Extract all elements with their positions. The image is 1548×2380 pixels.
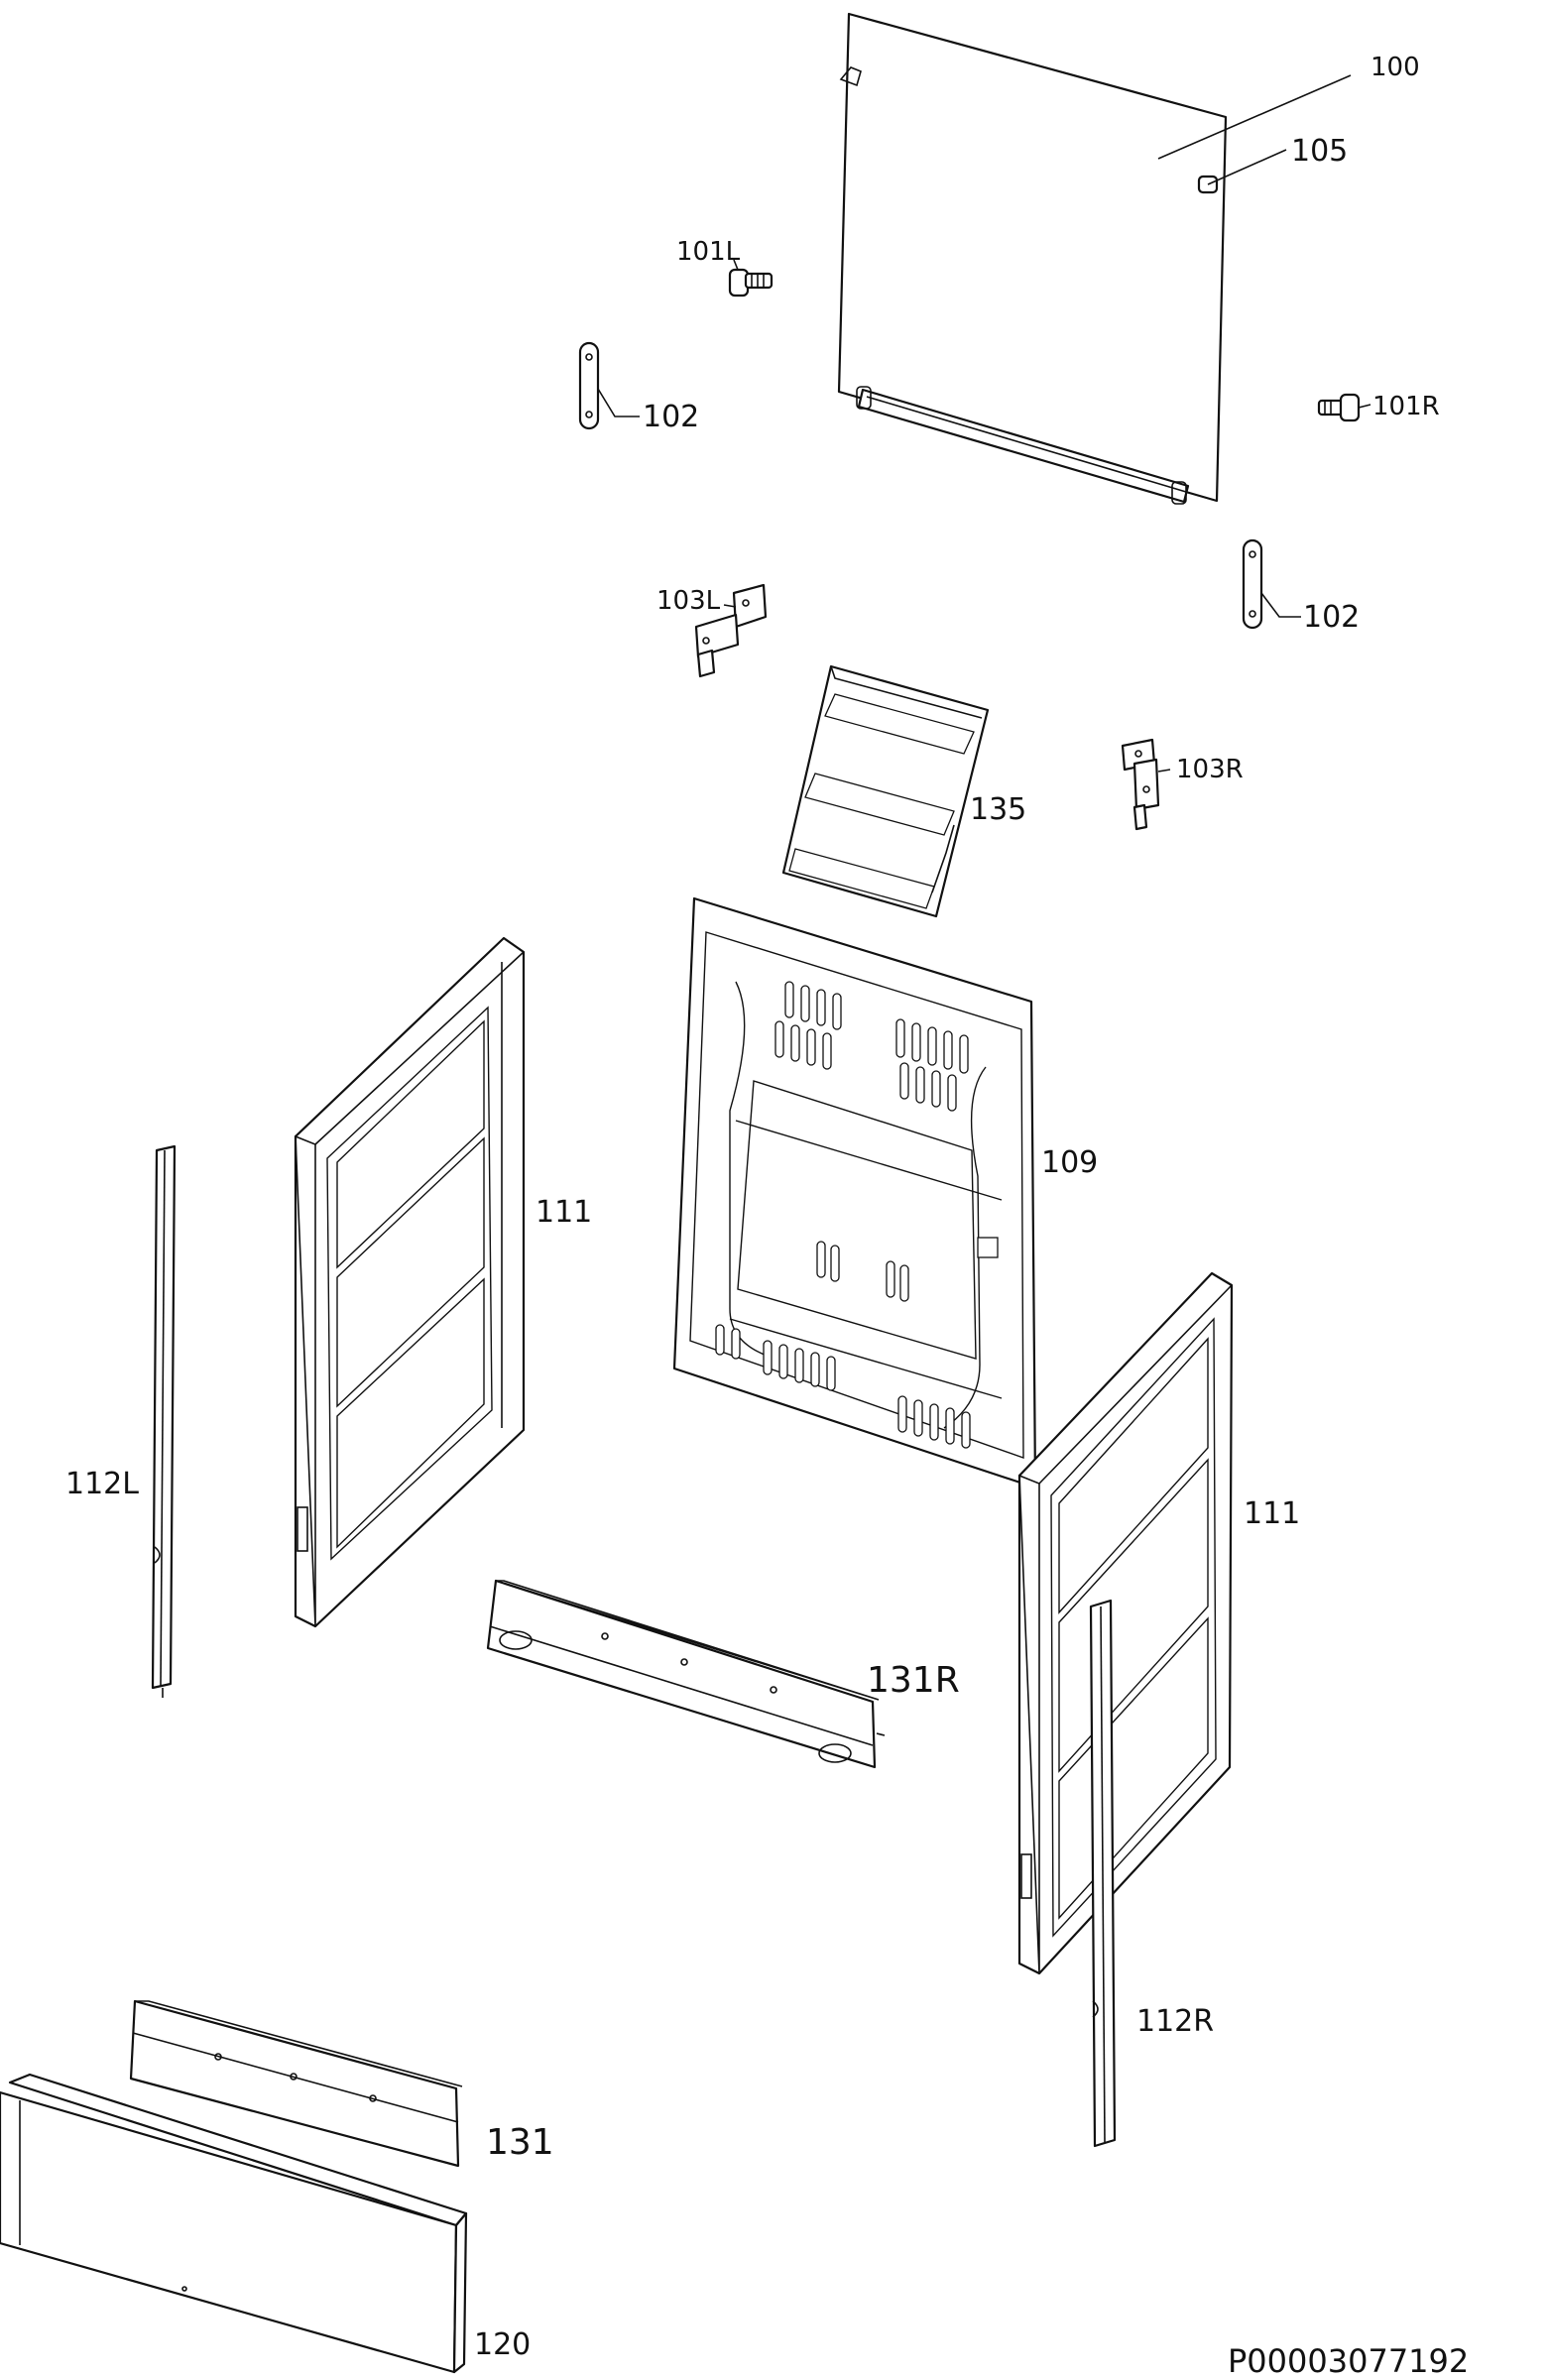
label-101R: 101R: [1372, 392, 1440, 421]
label-109: 109: [1041, 1145, 1098, 1180]
vent-slots-bottom: [715, 1324, 971, 1449]
label-105: 105: [1291, 134, 1348, 169]
part-105-clip: [1197, 149, 1287, 194]
part-labels: 100 105 101L 101R 102 102 103L 103R 135 …: [65, 53, 1440, 2362]
label-112L: 112L: [65, 1467, 139, 1501]
label-135: 135: [970, 792, 1026, 827]
part-112R-strip: [1089, 1599, 1117, 2148]
leader-100: [1157, 74, 1352, 160]
label-112R: 112R: [1136, 2004, 1214, 2039]
part-101L-hinge-pin: [728, 259, 774, 298]
part-103L-bracket: [694, 583, 768, 678]
part-135-vent-panel: [781, 664, 990, 918]
label-120: 120: [474, 2327, 531, 2362]
part-109-back-panel: [672, 896, 1037, 1489]
part-102-hinge-strip-left: [578, 341, 640, 430]
part-111-side-frame-left: [294, 936, 526, 1628]
part-102-hinge-strip-right: [1242, 538, 1301, 630]
vent-slots-center: [816, 1237, 999, 1302]
label-102-right: 102: [1303, 600, 1360, 635]
part-111-side-frame-right: [1017, 1271, 1234, 1975]
label-103R: 103R: [1176, 755, 1244, 784]
document-id: P00003077192: [1228, 2342, 1469, 2380]
label-111-right: 111: [1244, 1496, 1300, 1531]
part-131R-rail: [486, 1579, 886, 1769]
part-101R-hinge-pin: [1317, 393, 1371, 422]
part-131-rail: [129, 1999, 463, 2168]
part-103R-bracket: [1121, 738, 1171, 831]
label-103L: 103L: [656, 586, 721, 616]
label-102-left: 102: [643, 400, 699, 434]
label-100: 100: [1370, 53, 1420, 82]
label-111-left: 111: [536, 1195, 592, 1230]
part-100-lid-panel: [837, 12, 1228, 505]
label-101L: 101L: [676, 237, 741, 267]
part-112L-strip: [151, 1144, 177, 1698]
vent-slots-top-left: [774, 981, 842, 1070]
part-120-plinth: [0, 2073, 468, 2374]
vent-slots-top-right: [895, 1018, 969, 1112]
label-131: 131: [486, 2122, 554, 2163]
label-131R: 131R: [867, 1660, 960, 1701]
